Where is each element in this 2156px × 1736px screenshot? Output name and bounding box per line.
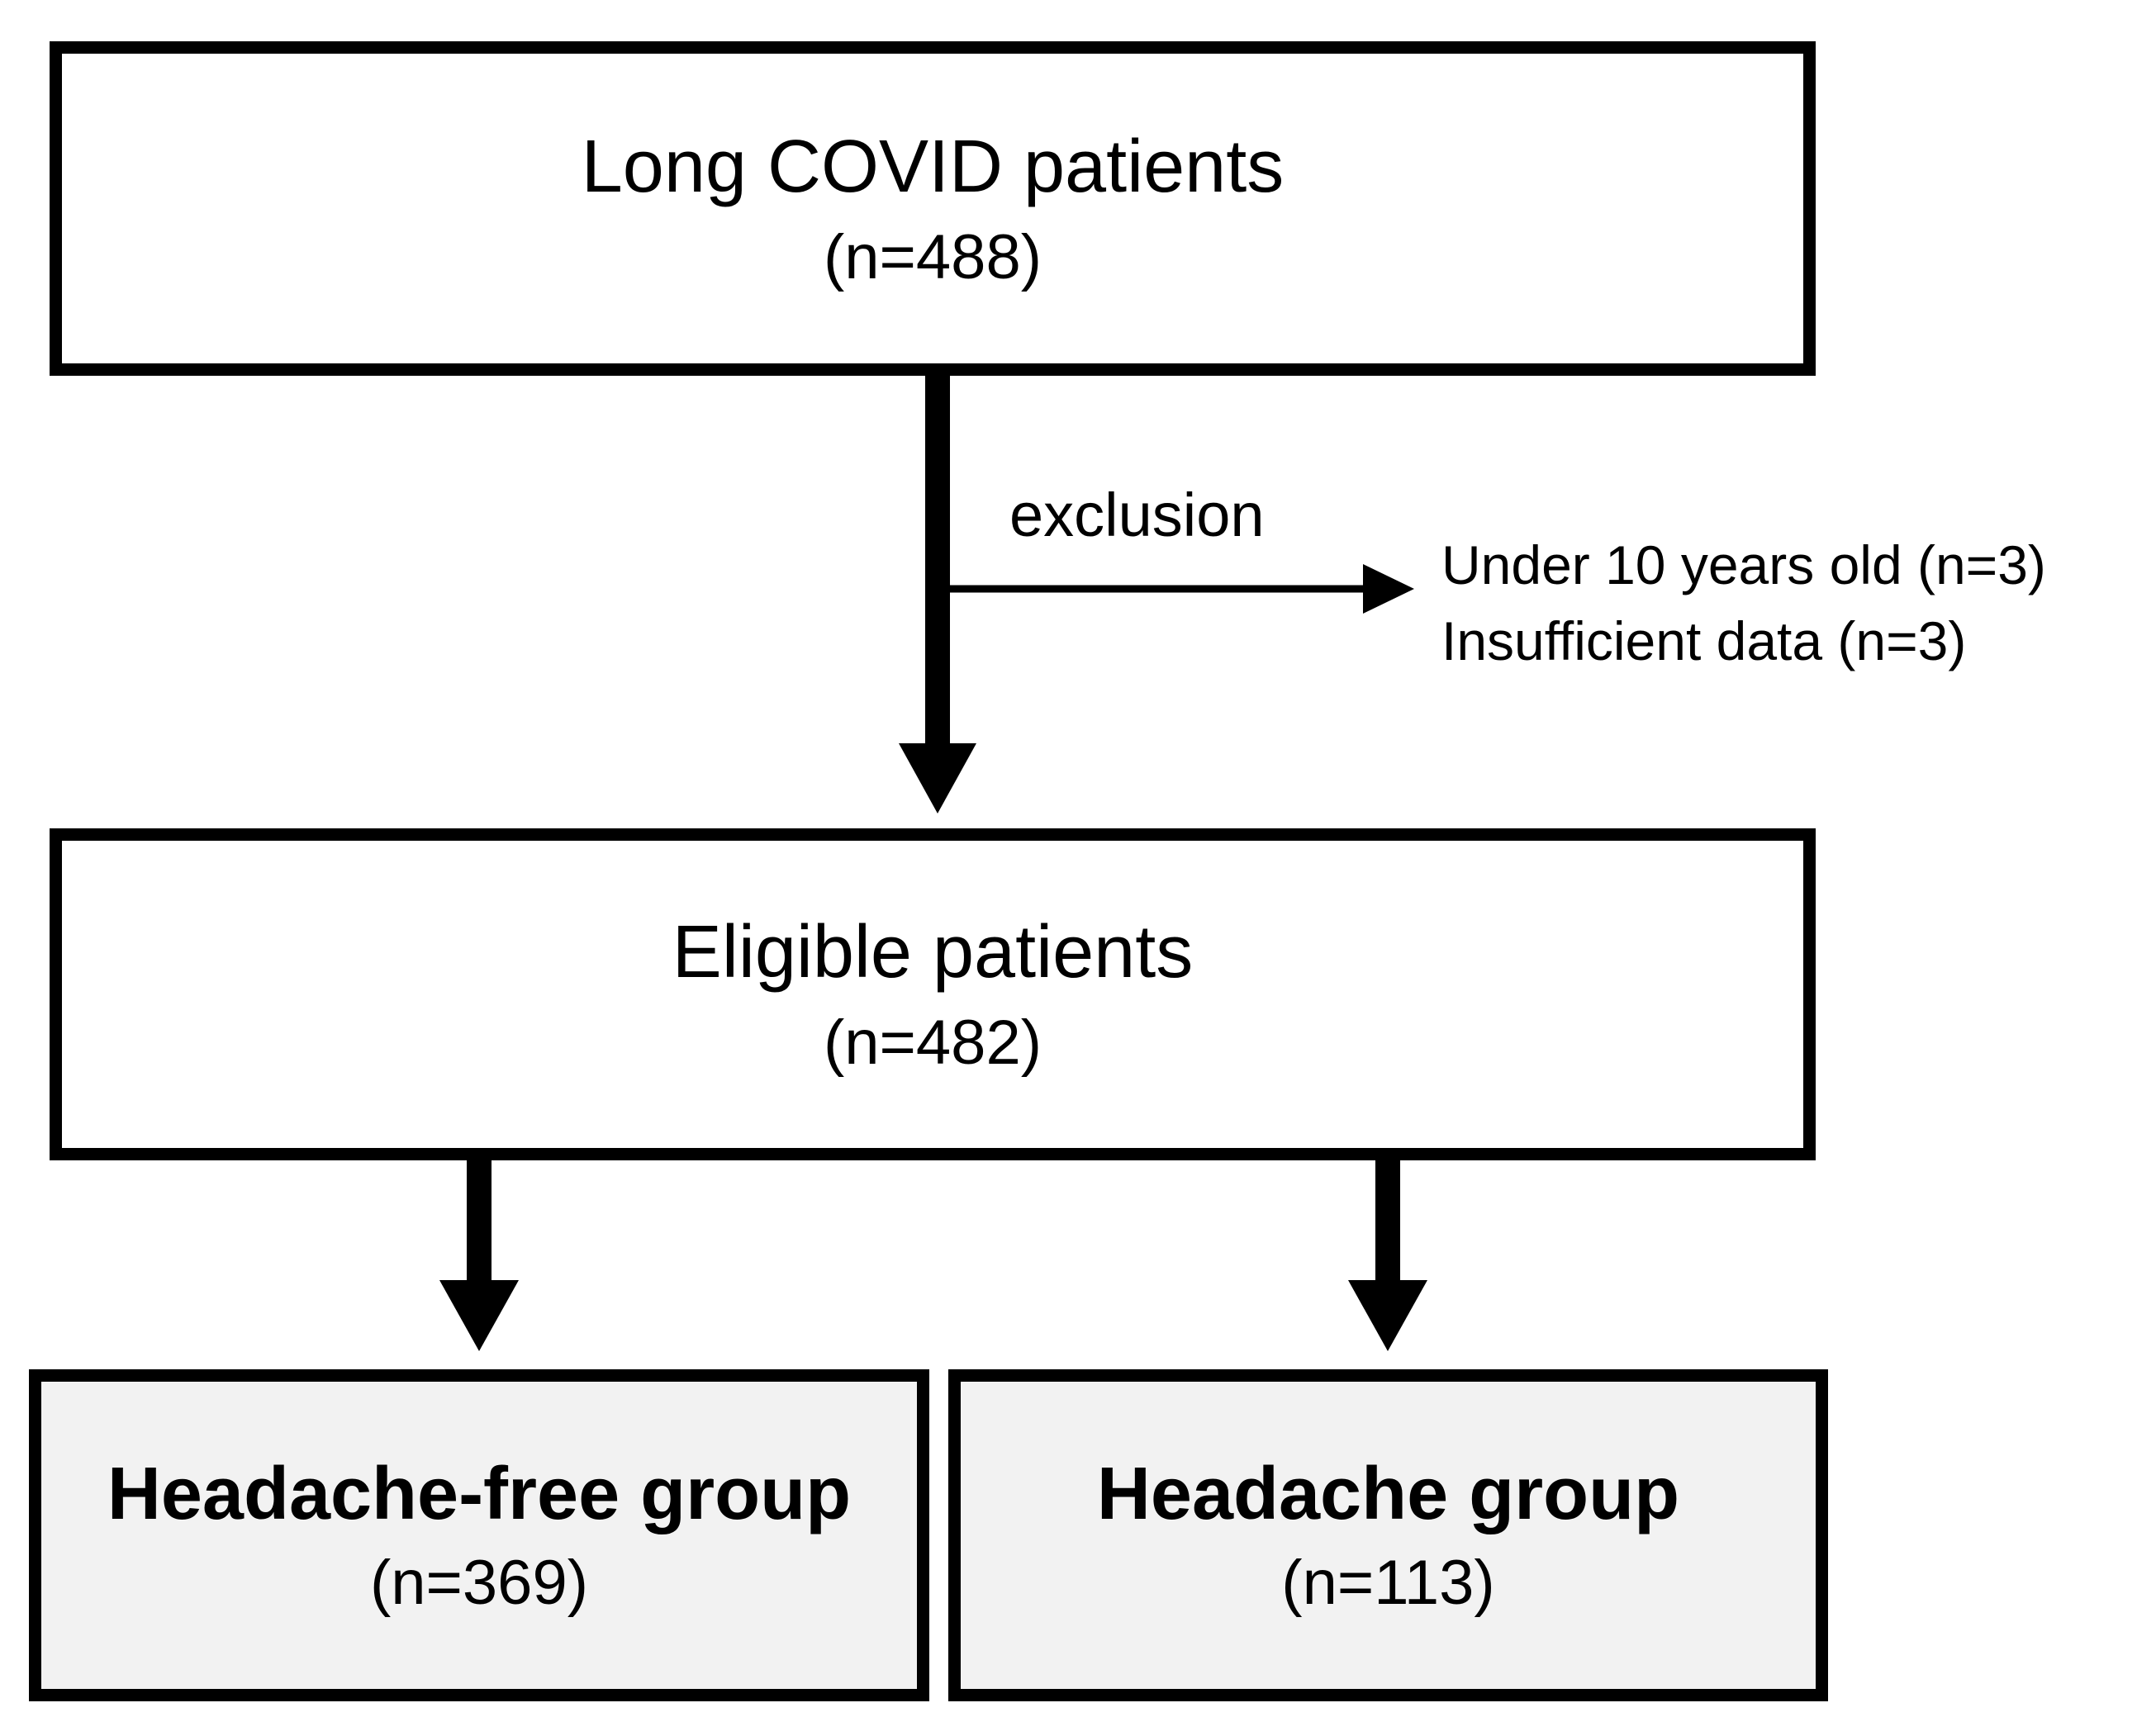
exclusion-label: exclusion — [1009, 481, 1265, 549]
node-eligible-patients: Eligible patients (n=482) — [50, 828, 1816, 1160]
node-eligible-count: (n=482) — [823, 1008, 1042, 1079]
node-long-covid-count: (n=488) — [823, 221, 1042, 292]
node-headache-free-group: Headache-free group (n=369) — [29, 1369, 929, 1701]
arrow-main-head — [899, 743, 976, 813]
node-headache-free-title: Headache-free group — [107, 1453, 852, 1536]
arrow-exclusion-head — [1363, 564, 1414, 614]
node-long-covid-title: Long COVID patients — [581, 125, 1285, 208]
node-headache-group: Headache group (n=113) — [948, 1369, 1828, 1701]
node-long-covid-patients: Long COVID patients (n=488) — [50, 41, 1816, 376]
exclusion-reasons: Under 10 years old (n=3) Insufficient da… — [1441, 527, 2046, 680]
exclusion-reason-data: Insufficient data (n=3) — [1441, 610, 1967, 672]
exclusion-reason-age: Under 10 years old (n=3) — [1441, 534, 2046, 595]
node-eligible-title: Eligible patients — [672, 911, 1194, 994]
node-headache-count: (n=113) — [1281, 1548, 1495, 1619]
node-headache-free-count: (n=369) — [369, 1548, 589, 1619]
arrow-right-head — [1348, 1280, 1427, 1351]
node-headache-title: Headache group — [1096, 1453, 1680, 1536]
arrow-left-head — [439, 1280, 519, 1351]
